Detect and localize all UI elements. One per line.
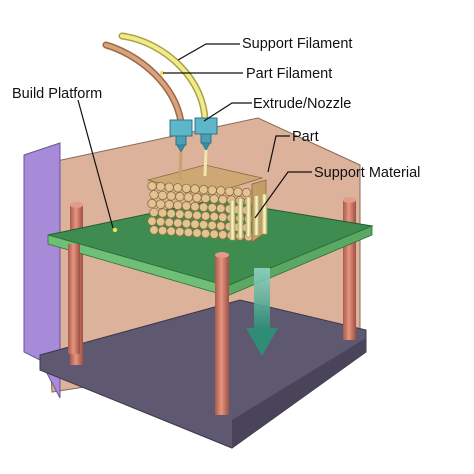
part-rod	[241, 187, 252, 198]
part-rod	[147, 198, 157, 209]
part-rod	[181, 183, 192, 194]
part-rod	[157, 225, 168, 236]
part-rod	[190, 219, 200, 229]
support-column	[245, 196, 252, 238]
extrude-nozzle-label: Extrude/Nozzle	[253, 96, 351, 112]
part-rod	[209, 211, 219, 222]
support-column	[261, 193, 268, 235]
part-rod	[149, 225, 159, 235]
part-rod	[155, 199, 166, 209]
part-rod	[173, 200, 183, 211]
part-rod	[207, 185, 217, 195]
part-rod	[147, 181, 157, 191]
part-rod	[218, 230, 228, 240]
build-platform-label: Build Platform	[12, 86, 102, 102]
support-column	[229, 199, 236, 241]
part-filament-label: Part Filament	[246, 66, 332, 82]
labels: Support Filament Part Filament Build Pla…	[12, 36, 420, 181]
part-rod	[173, 183, 183, 193]
post-cap	[70, 202, 83, 208]
part-rod	[181, 201, 192, 211]
part-rod	[216, 186, 226, 196]
post	[215, 255, 229, 415]
part-rod	[157, 208, 168, 218]
nozzle	[169, 119, 193, 181]
part-rod	[218, 194, 228, 205]
down-arrow-icon	[246, 268, 278, 356]
part-rod	[192, 193, 202, 203]
part-rod	[198, 184, 209, 195]
part-rod	[175, 191, 185, 202]
support-material-label: Support Material	[314, 165, 420, 181]
part-rod	[207, 220, 217, 231]
part-rod	[147, 216, 157, 226]
support-filament-label: Support Filament	[242, 36, 352, 52]
part-rod	[175, 227, 185, 237]
part-rod	[198, 202, 209, 212]
nozzle	[194, 117, 218, 177]
part-rod	[209, 194, 219, 204]
support-column	[237, 198, 244, 239]
part-rod	[173, 218, 183, 228]
part-rod	[157, 190, 168, 201]
part-rod	[149, 207, 159, 218]
extrude-nozzle	[169, 117, 218, 181]
part-rod	[207, 203, 217, 213]
part-rod	[183, 210, 194, 220]
platform-label-dot	[112, 227, 118, 233]
part-rod	[192, 228, 202, 238]
part-rod	[200, 211, 211, 221]
part-rod	[155, 217, 166, 227]
part-rod	[198, 220, 209, 230]
part-rod	[155, 181, 166, 192]
part-rod	[175, 209, 185, 219]
part-rod	[164, 182, 174, 192]
post-cap	[343, 197, 356, 203]
part-rod	[216, 221, 226, 231]
front-posts	[68, 244, 229, 415]
part-rod	[200, 193, 211, 204]
part-rod	[233, 187, 243, 197]
part-rod	[181, 218, 192, 229]
part-rod	[183, 192, 194, 202]
post	[343, 200, 356, 340]
part-rod	[216, 203, 226, 214]
part-rod	[218, 212, 228, 222]
side-wall	[23, 142, 61, 399]
part-rod	[164, 200, 174, 210]
post	[68, 244, 80, 354]
part-filament-dot	[159, 70, 165, 76]
part-rod	[166, 226, 176, 236]
part-label: Part	[292, 129, 319, 145]
part-rod	[166, 208, 176, 219]
filaments	[102, 32, 209, 126]
floor-front-face	[232, 338, 366, 448]
part-rod	[224, 186, 235, 197]
part-rod	[190, 201, 200, 212]
part-rod	[149, 190, 159, 200]
part-rod	[190, 184, 200, 194]
post-cap	[215, 252, 229, 258]
part-rod	[192, 210, 202, 221]
part-rod	[164, 217, 174, 228]
part-rod	[183, 227, 194, 238]
part-rod	[200, 228, 211, 239]
part-rod	[166, 191, 176, 201]
part-rod	[209, 229, 219, 239]
leader-lines	[77, 43, 312, 229]
